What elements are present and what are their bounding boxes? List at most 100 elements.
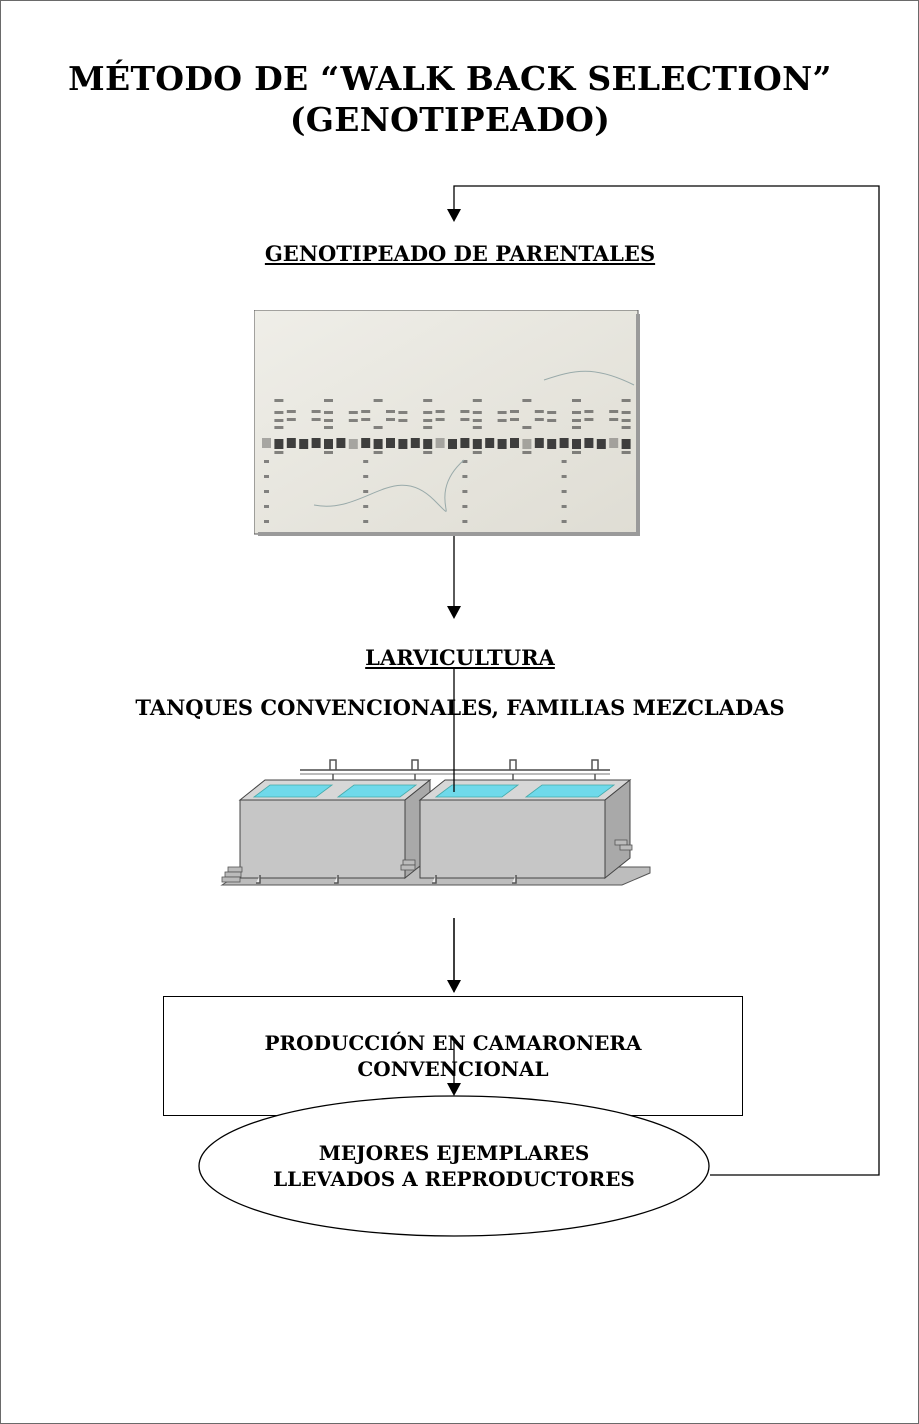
gel-band xyxy=(286,443,296,448)
gel-band xyxy=(472,419,482,422)
gel-band xyxy=(522,426,532,429)
gel-band xyxy=(324,399,333,402)
gel-band xyxy=(460,418,470,421)
gel-band xyxy=(299,444,309,449)
gel-band xyxy=(621,439,631,444)
gel-band xyxy=(423,451,433,454)
gel-band xyxy=(336,443,346,448)
gel-band xyxy=(510,438,519,443)
gel-band xyxy=(572,426,581,429)
arrowhead-larvicultura xyxy=(447,606,461,619)
gel-band xyxy=(373,451,383,454)
gel-ladder-band xyxy=(363,490,369,493)
gel-band xyxy=(274,411,284,414)
gel-band xyxy=(522,439,532,444)
gel-band xyxy=(522,451,532,454)
gel-band xyxy=(572,411,581,414)
best-line-2: LLEVADOS A REPRODUCTORES xyxy=(273,1167,635,1191)
gel-band xyxy=(472,451,482,454)
gel-band xyxy=(621,444,631,449)
gel-ladder-band xyxy=(462,490,468,493)
gel-band xyxy=(398,439,408,444)
gel-band xyxy=(274,439,284,444)
gel-band xyxy=(534,418,544,421)
gel-band xyxy=(572,444,581,449)
gel-band xyxy=(572,399,581,402)
gel-band xyxy=(386,418,395,421)
tanks-heading: TANQUES CONVENCIONALES, FAMILIAS MEZCLAD… xyxy=(135,695,785,720)
electrophoresis-gel-image xyxy=(254,310,640,536)
gel-band xyxy=(311,418,321,421)
gel-band xyxy=(324,426,333,429)
gel-band xyxy=(559,438,569,443)
gel-band xyxy=(497,411,507,414)
gel-band xyxy=(361,443,371,448)
gel-band xyxy=(324,419,333,422)
gel-band xyxy=(398,419,408,422)
gel-band xyxy=(584,438,594,443)
gel-band xyxy=(324,439,333,444)
gel-band xyxy=(547,444,557,449)
gel-band xyxy=(386,438,395,443)
genotyping-heading: GENOTIPEADO DE PARENTALES xyxy=(264,241,656,266)
gel-band xyxy=(299,439,309,444)
gel-band xyxy=(398,411,408,414)
gel-ladder-band xyxy=(363,520,369,523)
gel-band xyxy=(485,438,495,443)
gel-band xyxy=(547,411,557,414)
best-line-1: MEJORES EJEMPLARES xyxy=(318,1141,590,1165)
production-line-2: CONVENCIONAL xyxy=(357,1057,549,1081)
gel-band xyxy=(324,444,333,449)
gel-band xyxy=(572,419,581,422)
gel-ladder-band xyxy=(561,490,567,493)
gel-ladder-band xyxy=(462,460,468,463)
gel-band xyxy=(348,419,358,422)
arrow-production-to-best-head xyxy=(447,1083,461,1096)
gel-band xyxy=(423,439,433,444)
gel-band xyxy=(373,439,383,444)
gel-band xyxy=(373,426,383,429)
gel-band xyxy=(286,418,296,421)
gel-band xyxy=(497,444,507,449)
gel-band xyxy=(373,444,383,449)
gel-band xyxy=(274,451,284,454)
gel-band xyxy=(621,411,631,414)
gel-band xyxy=(547,439,557,444)
gel-band xyxy=(534,438,544,443)
gel-band xyxy=(262,438,271,443)
gel-band xyxy=(584,410,594,413)
gel-band xyxy=(410,438,420,443)
gel-band xyxy=(572,439,581,444)
page-title: MÉTODO DE “WALK BACK SELECTION” (GENOTIP… xyxy=(40,58,860,141)
gel-band xyxy=(423,444,433,449)
gel-band xyxy=(311,443,321,448)
gel-band xyxy=(472,444,482,449)
gel-band xyxy=(460,438,470,443)
gel-band xyxy=(286,438,296,443)
gel-ladder-band xyxy=(462,520,468,523)
gel-band xyxy=(584,443,594,448)
gel-band xyxy=(373,399,383,402)
gel-band xyxy=(559,443,569,448)
gel-lanes xyxy=(262,399,631,523)
gel-band xyxy=(435,418,445,421)
gel-band xyxy=(547,419,557,422)
gel-band xyxy=(348,444,358,449)
gel-ladder-band xyxy=(561,460,567,463)
gel-band xyxy=(609,443,619,448)
gel-ladder-band xyxy=(363,505,369,508)
gel-ladder-band xyxy=(264,505,269,508)
gel-band xyxy=(472,411,482,414)
gel-band xyxy=(286,410,296,413)
gel-band xyxy=(510,410,519,413)
gel-ladder-band xyxy=(561,475,567,478)
gel-band xyxy=(348,411,358,414)
gel-band xyxy=(510,418,519,421)
gel-band xyxy=(435,443,445,448)
gel-ladder-band xyxy=(561,520,567,523)
gel-band xyxy=(609,438,619,443)
gel-band xyxy=(522,399,532,402)
larviculture-tanks-illustration xyxy=(220,759,651,886)
